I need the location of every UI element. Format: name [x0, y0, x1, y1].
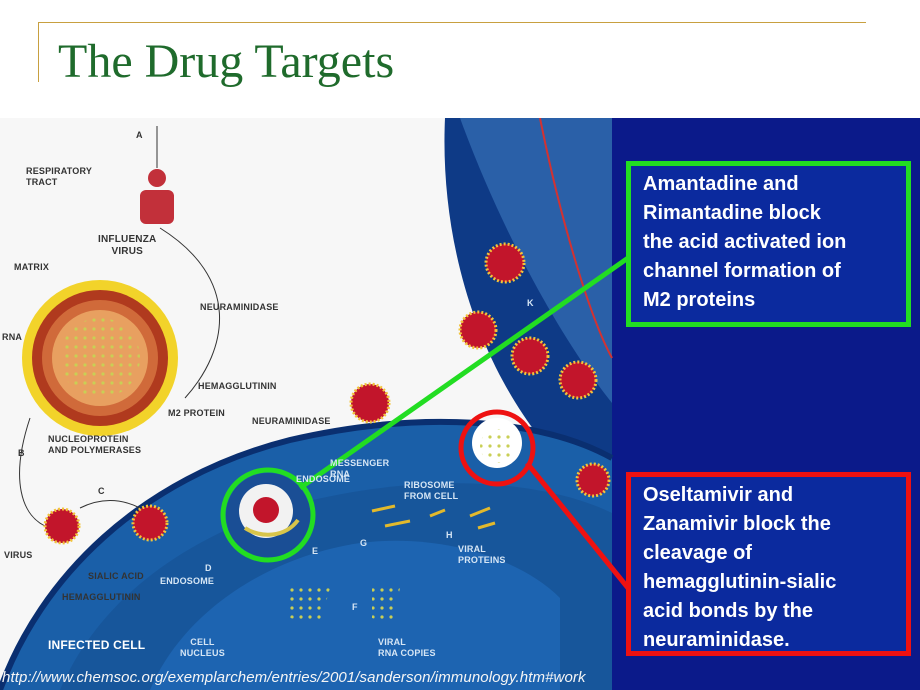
label-nucleoprotein: NUCLEOPROTEIN AND POLYMERASES — [48, 434, 142, 455]
label-sialic-acid: SIALIC ACID — [88, 571, 144, 581]
label-messenger-rna: MESSENGER RNA — [330, 458, 390, 479]
label-matrix: MATRIX — [14, 262, 50, 272]
slide-frame-left-line — [38, 22, 39, 82]
label-rna: RNA — [2, 332, 23, 342]
label-m2-protein: M2 PROTEIN — [168, 408, 226, 418]
label-cell-nucleus: CELL NUCLEUS — [180, 637, 225, 658]
source-link[interactable]: http://www.chemsoc.org/exemplarchem/entr… — [2, 669, 586, 686]
respiratory-head — [148, 169, 166, 187]
cell-nucleus — [150, 540, 560, 690]
step-label-f: f — [352, 602, 358, 612]
slide-frame-top-line — [38, 22, 866, 23]
green-connector — [298, 255, 630, 491]
step-label-b: b — [18, 448, 25, 458]
label-hemagglutinin-2: HEMAGGLUTININ — [62, 592, 141, 602]
label-hemagglutinin-1: HEMAGGLUTININ — [198, 381, 277, 391]
influenza-lifecycle-figure: a b c d e f g h k RESPIRATORY TRACT INFL… — [0, 118, 920, 690]
step-label-c: c — [98, 486, 105, 496]
slide-title: The Drug Targets — [58, 35, 395, 88]
label-infected-cell: INFECTED CELL — [48, 638, 146, 652]
label-viral-rna-copies: VIRAL RNA COPIES — [378, 637, 436, 658]
oseltamivir-callout: Oseltamivir and Zanamivir block the clea… — [626, 472, 911, 656]
neuraminidase-target-highlight — [458, 409, 536, 487]
label-respiratory-tract: RESPIRATORY TRACT — [26, 166, 93, 187]
label-virus: VIRUS — [4, 550, 33, 560]
label-ribosome-from-cell: RIBOSOME FROM CELL — [404, 480, 459, 501]
label-endosome-2: ENDOSOME — [296, 474, 351, 484]
red-connector — [525, 461, 630, 590]
label-viral-proteins: VIRAL PROTEINS — [458, 544, 506, 565]
respiratory-torso — [140, 190, 174, 224]
step-label-e: e — [312, 546, 319, 556]
membrane-highlight — [539, 118, 613, 359]
step-label-k: k — [527, 298, 534, 308]
upper-cell-edge — [460, 118, 612, 403]
step-label-a: a — [136, 130, 143, 140]
step-label-h: h — [446, 530, 453, 540]
label-influenza-virus: INFLUENZA VIRUS — [98, 234, 157, 257]
amantadine-callout: Amantadine and Rimantadine block the aci… — [626, 161, 911, 327]
label-neuraminidase-1: NEURAMINIDASE — [200, 302, 279, 312]
label-endosome-1: ENDOSOME — [160, 576, 215, 586]
step-label-g: g — [360, 538, 368, 548]
step-label-d: d — [205, 563, 212, 573]
m2-target-highlight — [220, 467, 316, 563]
label-neuraminidase-2: NEURAMINIDASE — [252, 416, 331, 426]
